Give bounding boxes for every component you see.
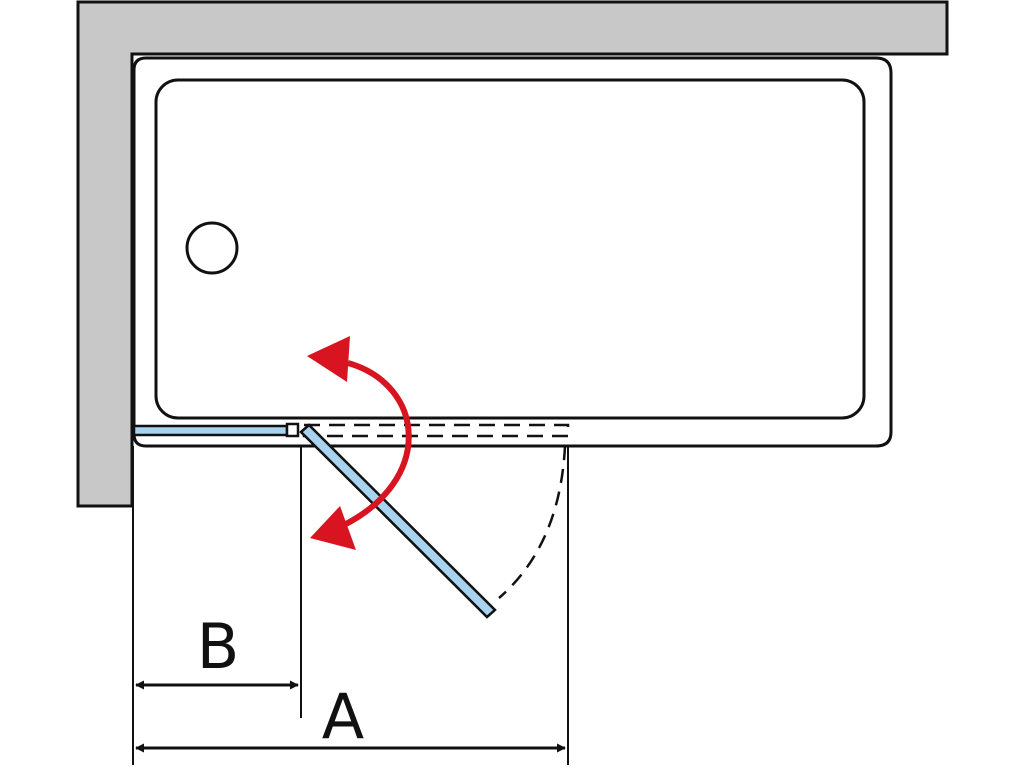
hinge-block — [285, 422, 300, 438]
door-swing-arc — [498, 445, 567, 599]
bathtub-inner-basin — [154, 78, 866, 420]
drain-icon — [185, 221, 239, 275]
dimension-label-a: A — [322, 680, 364, 753]
wall — [76, 0, 949, 508]
door-closed-position — [302, 423, 570, 438]
fixed-glass-panel — [132, 424, 289, 437]
swinging-glass-door — [299, 423, 497, 619]
dimension-label-b: B — [197, 610, 240, 683]
rotation-arrow-icon — [307, 336, 412, 550]
